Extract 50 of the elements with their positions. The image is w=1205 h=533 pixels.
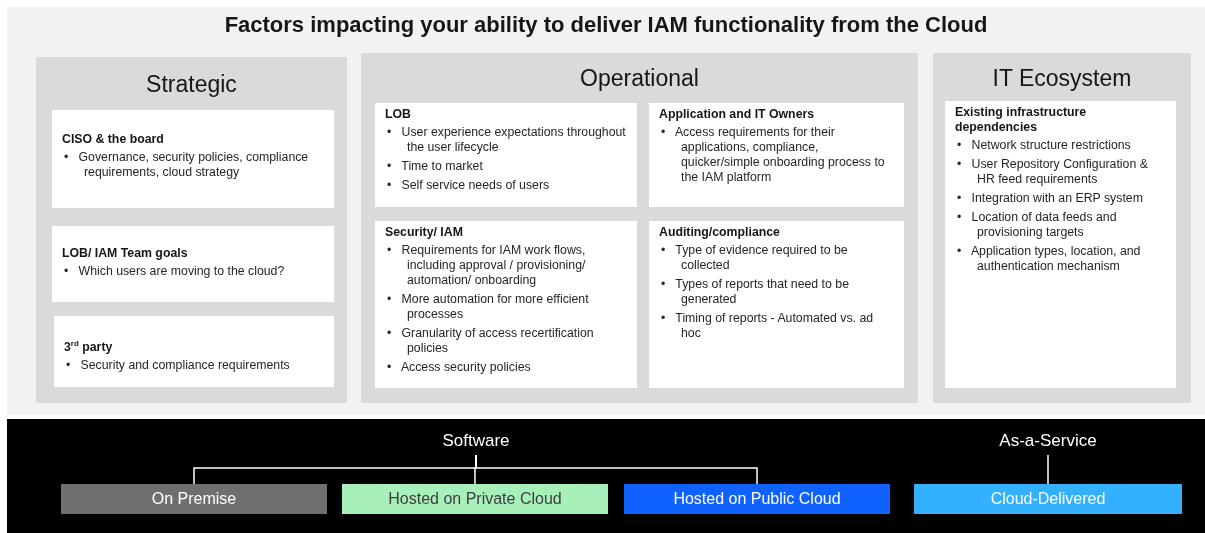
- bullet-item: • Security and compliance requirements: [65, 358, 291, 374]
- diagram-title: Factors impacting your ability to deliver IAM functionality from the Cloud: [223, 12, 989, 38]
- bullet-item: • Governance, security policies, compliance requirements, cloud strategy: [63, 150, 310, 180]
- panel-title: IT Ecosystem: [991, 65, 1133, 92]
- info-card: [54, 316, 334, 387]
- group-label: As-a-Service: [978, 431, 1118, 455]
- bullet-item: • Type of evidence required to be collected: [660, 243, 849, 273]
- info-card: [649, 103, 904, 207]
- info-card: [945, 101, 1176, 388]
- panel-title: Strategic: [145, 71, 238, 98]
- card-heading: Security/ IAM: [385, 225, 464, 240]
- category-panel: [933, 53, 1191, 403]
- bullet-item: • User experience expectations throughout the user lifecycle: [386, 125, 627, 155]
- bullet-item: • Network structure restrictions: [956, 138, 1132, 153]
- card-heading: CISO & the board: [62, 132, 165, 147]
- bullet-item: • Location of data feeds and provisioning targets: [956, 210, 1118, 240]
- deployment-bar: On Premise: [61, 484, 327, 514]
- bullet-item: • Time to market: [386, 159, 484, 174]
- bullet-item: • Timing of reports - Automated vs. ad hoc: [660, 311, 875, 341]
- panel-title: Operational: [579, 65, 700, 92]
- card-heading: 3$^{rd}$ party: [64, 338, 114, 356]
- bullet-item: • Integration with an ERP system: [956, 191, 1144, 206]
- card-heading: LOB/ IAM Team goals: [62, 246, 189, 261]
- bullet-item: • Requirements for IAM work flows, including approval / provisioning/ automation/ onboarding: [386, 243, 587, 288]
- category-panel: [36, 57, 347, 403]
- card-heading: Auditing/compliance: [659, 225, 781, 240]
- bullet-item: • Access security policies: [386, 360, 532, 375]
- deployment-bar: Hosted on Private Cloud: [342, 484, 608, 514]
- card-heading: Existing infrastructure dependencies: [955, 105, 1088, 135]
- connector-line: [1047, 454, 1049, 485]
- bullet-item: • Which users are moving to the cloud?: [63, 264, 286, 279]
- bullet-item: • Access requirements for their applications, compliance, quicker/simple onboarding process to the IAM platform: [660, 125, 886, 185]
- card-heading: Application and IT Owners: [659, 107, 816, 122]
- info-card: [375, 103, 637, 207]
- info-card: [649, 221, 904, 388]
- info-card: [52, 110, 334, 208]
- bullet-item: • More automation for more efficient processes: [386, 292, 590, 322]
- bullet-item: • Granularity of access recertification policies: [386, 326, 595, 356]
- deployment-bar: Cloud-Delivered: [914, 484, 1182, 514]
- deployment-bar: Hosted on Public Cloud: [624, 484, 890, 514]
- group-label: Software: [406, 431, 546, 455]
- category-panel: [361, 53, 918, 403]
- bullet-item: • Types of reports that need to be generated: [660, 277, 850, 307]
- bullet-item: • Application types, location, and authentication mechanism: [956, 244, 1142, 274]
- info-card: [375, 221, 637, 388]
- bracket-connector: [475, 454, 758, 485]
- bullet-item: • User Repository Configuration & HR feed requirements: [956, 157, 1149, 187]
- info-card: [52, 226, 334, 302]
- card-heading: LOB: [385, 107, 412, 122]
- bullet-item: • Self service needs of users: [386, 178, 551, 193]
